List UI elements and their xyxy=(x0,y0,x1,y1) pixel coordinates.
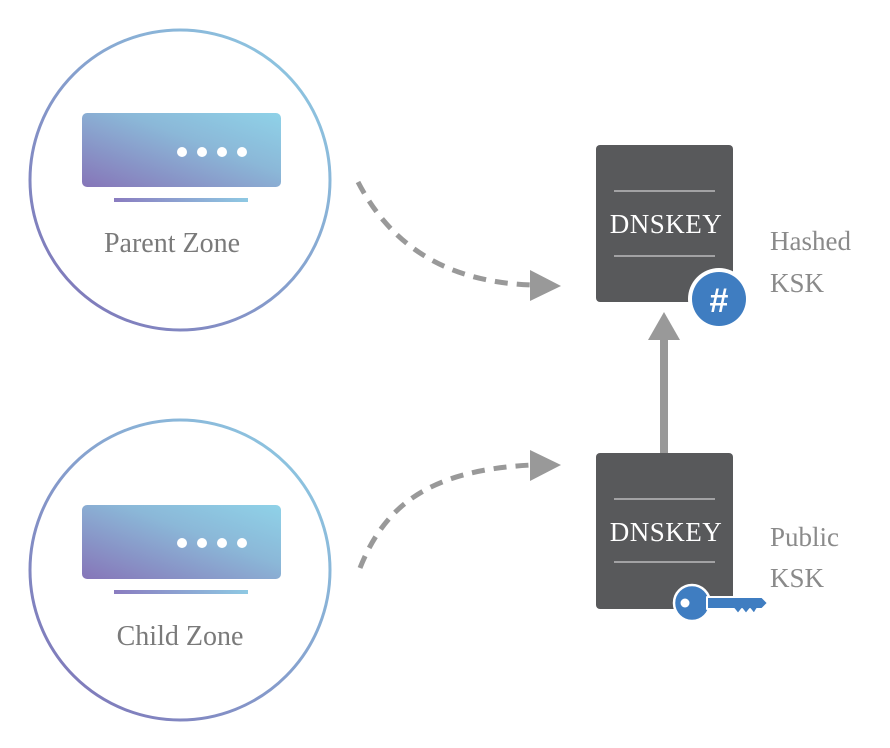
parent-to-hashed-arrow xyxy=(355,180,561,301)
hashed-card-label: DNSKEY xyxy=(610,209,723,239)
hash-symbol: # xyxy=(710,282,729,320)
hashed-label-line1: Hashed xyxy=(770,226,851,256)
child-zone-label: Child Zone xyxy=(117,621,244,652)
parent-zone-ring xyxy=(28,28,332,332)
hashed-label-line2: KSK xyxy=(770,268,825,298)
parent-zone-label: Parent Zone xyxy=(104,228,240,259)
child-to-public-arrow xyxy=(357,450,561,569)
public-to-hashed-arrow xyxy=(648,312,680,456)
child-zone: Child Zone xyxy=(28,418,332,722)
hash-icon: # xyxy=(688,268,750,330)
parent-server-icon xyxy=(82,113,281,202)
child-zone-ring xyxy=(28,418,332,722)
hashed-dnskey-card: DNSKEY # xyxy=(596,145,750,330)
public-card-label: DNSKEY xyxy=(610,517,723,547)
child-server-icon xyxy=(82,505,281,594)
parent-zone: Parent Zone xyxy=(28,28,332,332)
public-label-line2: KSK xyxy=(770,563,825,593)
public-label-line1: Public xyxy=(770,522,839,552)
public-dnskey-card: DNSKEY xyxy=(596,453,769,623)
key-icon xyxy=(672,583,769,623)
